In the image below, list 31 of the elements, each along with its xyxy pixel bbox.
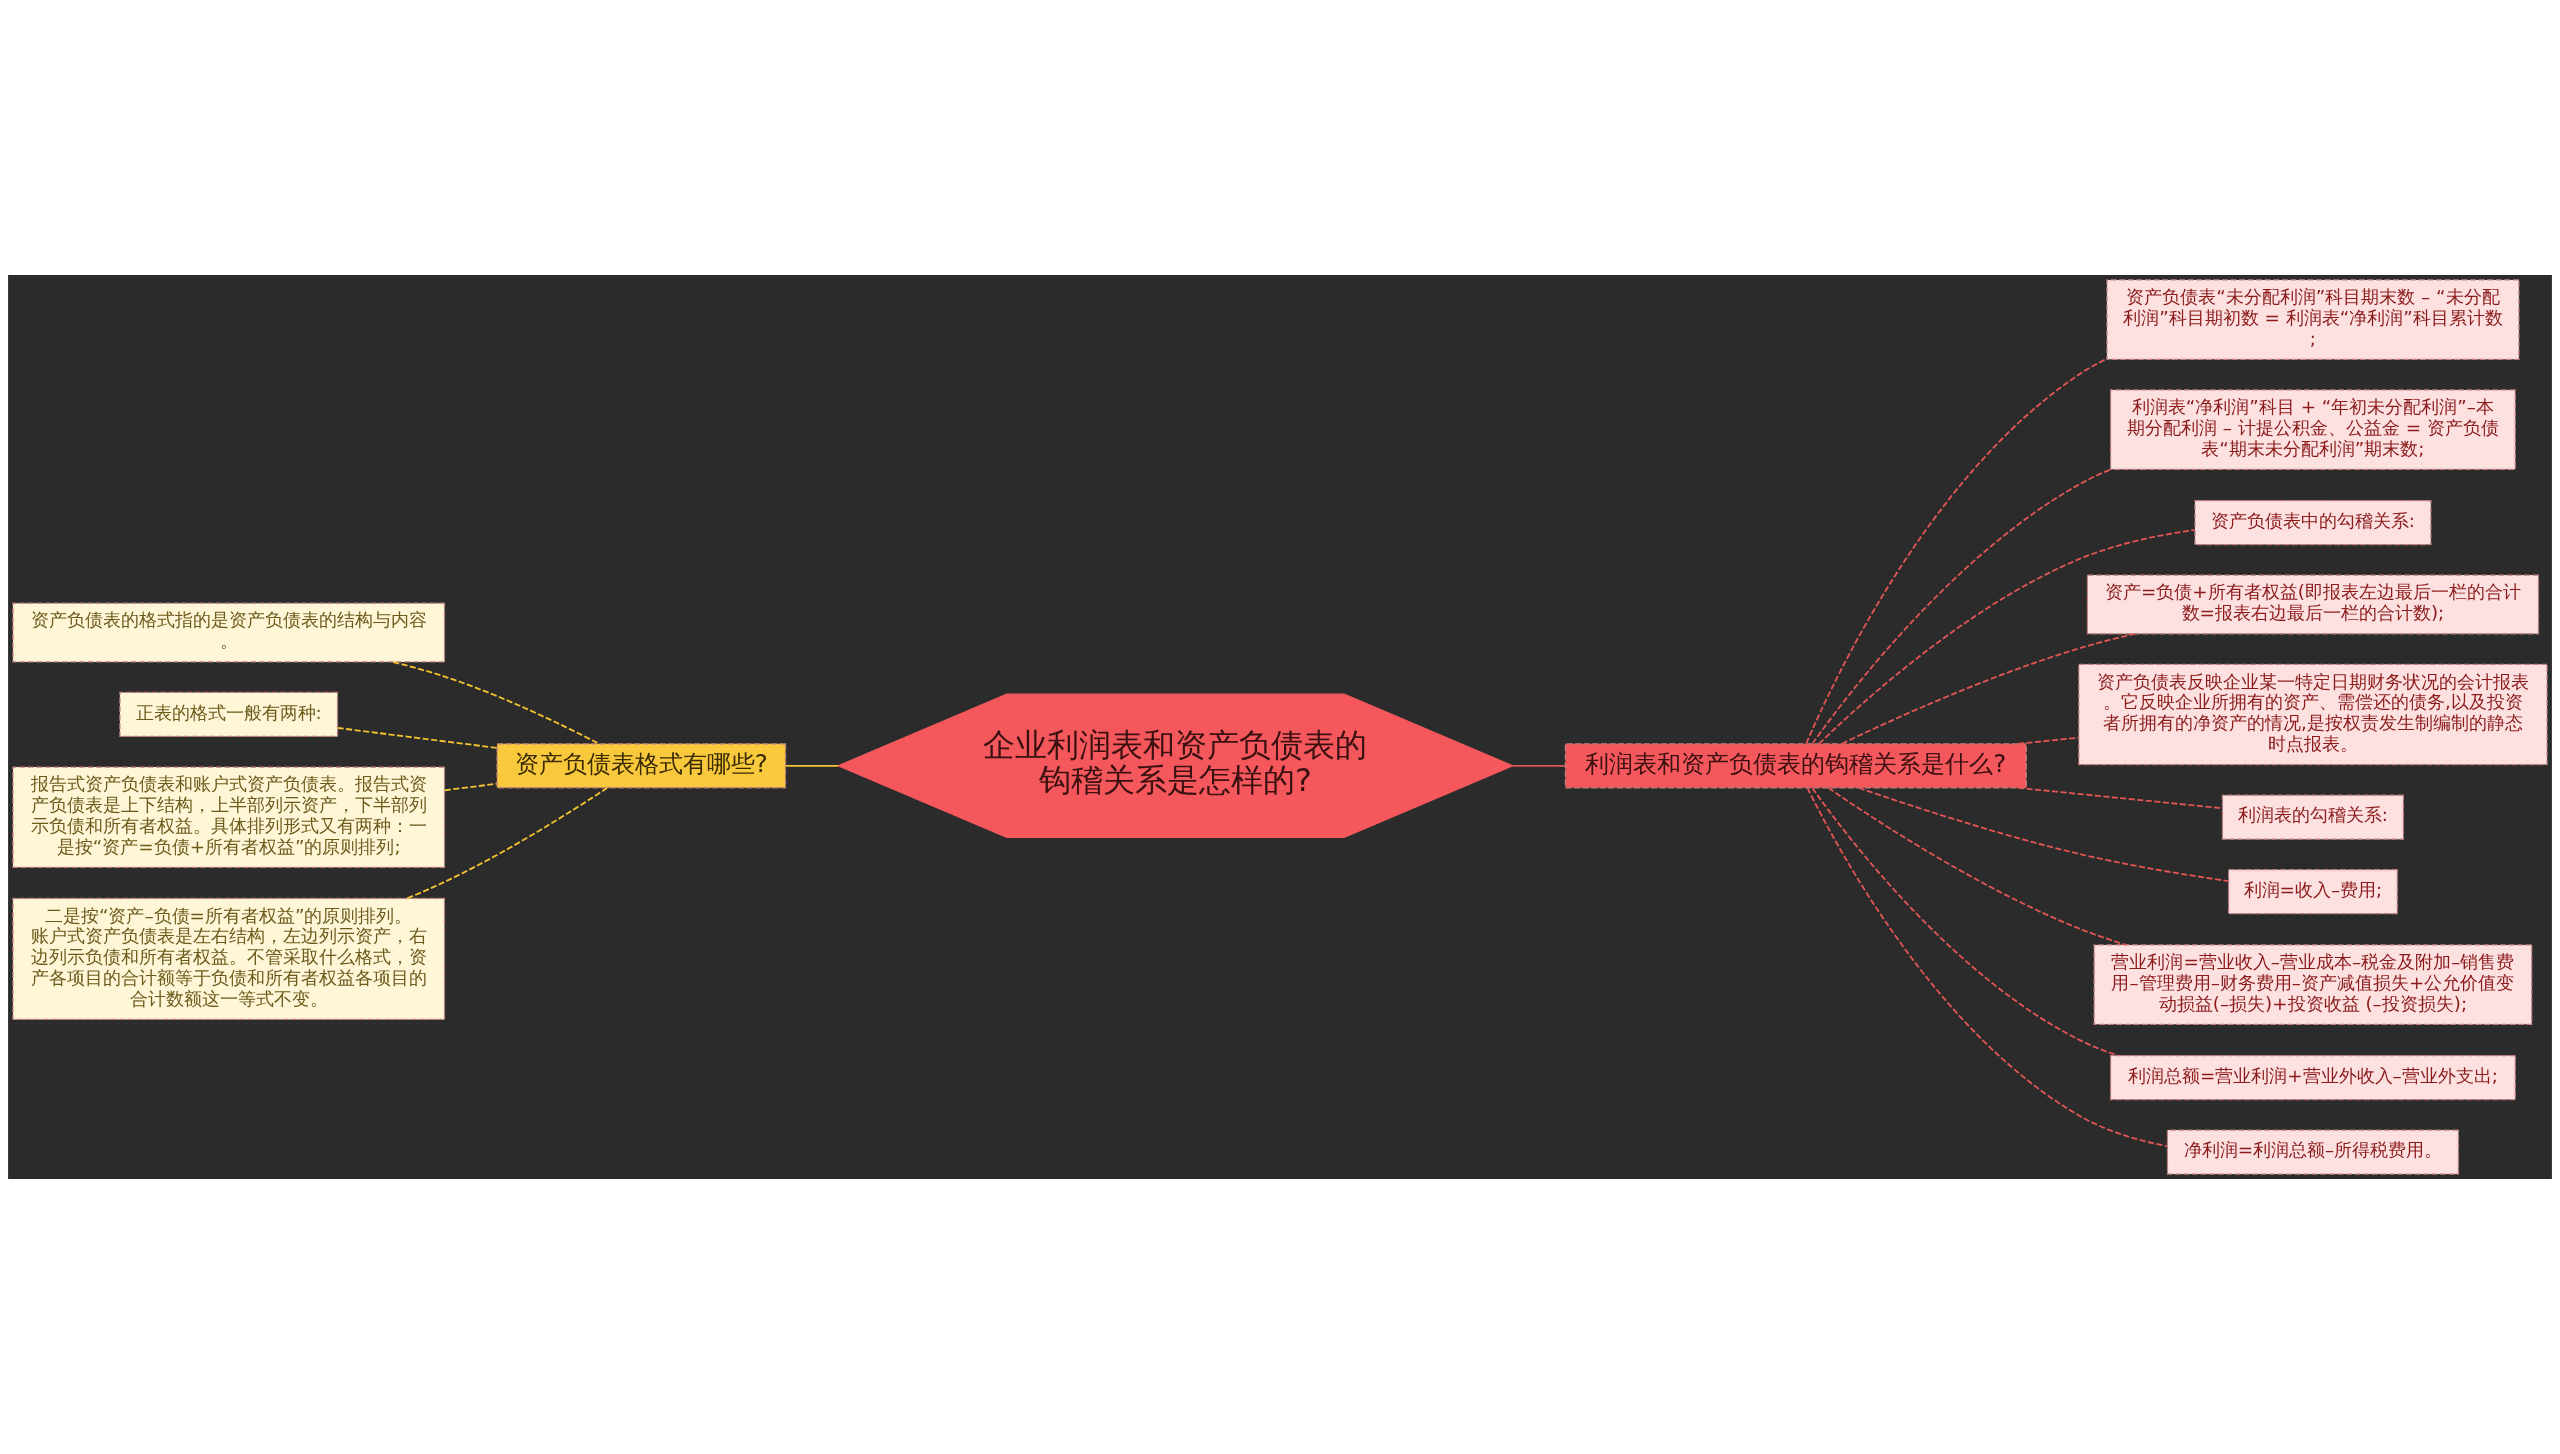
connector: [443, 782, 498, 792]
connector: [1858, 787, 2230, 882]
connector: [1811, 787, 2119, 1057]
connector: [2017, 736, 2080, 745]
node-box: 报告式资产负债表和账户式资产负债表。报告式资产负债表是上下结构，上半部列示资产，下半部列示负债和所有者权益。具体排列形式又有两种：一是按“资产=负债+所有者权益”的原则排列;: [12, 766, 446, 868]
node-box: 二是按“资产–负债=所有者权益”的原则排列。账户式资产负债表是左右结构，左边列示资产，右边列示负债和所有者权益。不管采取什么格式，资产各项目的合计额等于负债和所有者权益各项目的合计数额这一等式不变。: [12, 897, 446, 1021]
node-box: 正表的格式一般有两种:: [119, 691, 339, 738]
connector: [336, 727, 498, 749]
node-box: 资产=负债+所有者权益(即报表左边最后一栏的合计数=报表右边最后一栏的合计数);: [2086, 574, 2540, 635]
node-box: 利润表“净利润”科目 + “年初未分配利润”–本期分配利润 – 计提公积金、公益金 = 资产负债表“期末未分配利润”期末数;: [2110, 389, 2516, 470]
node-box: 利润=收入–费用;: [2228, 869, 2398, 915]
node-box: 净利润=利润总额–所得税费用。: [2166, 1129, 2459, 1175]
node-box: 利润表的勾稽关系:: [2221, 794, 2404, 840]
node-box: 资产负债表反映企业某一特定日期财务状况的会计报表。它反映企业所拥有的资产、需偿还的债务,以及投资者所拥有的净资产的情况,是按权责发生制编制的静态时点报表。: [2078, 663, 2548, 766]
connector: [1806, 787, 2168, 1147]
node-box: 资产负债表格式有哪些?: [496, 743, 787, 789]
node-box: 资产负债表中的勾稽关系:: [2194, 499, 2432, 546]
connector: [1827, 787, 2127, 946]
connector: [1805, 357, 2108, 745]
node-box: 资产负债表的格式指的是资产负债表的结构与内容。: [12, 602, 446, 663]
node-box: 资产负债表“未分配利润”科目期末数 – “未分配利润”科目期初数 = 利润表“净利润”科目累计数;: [2106, 279, 2520, 360]
node-box: 利润总额=营业利润+营业外收入–营业外支出;: [2110, 1054, 2516, 1101]
connector: [406, 787, 609, 900]
connector: [392, 661, 600, 745]
connector: [1818, 529, 2196, 745]
connector: [784, 764, 840, 767]
connector: [1512, 764, 1567, 767]
connector: [1811, 468, 2112, 745]
node-box: 营业利润=营业收入–营业成本–税金及附加–销售费用–管理费用–财务费用–资产减值损失+公允价值变动损益(–损失)+投资收益 (–投资损失);: [2093, 944, 2533, 1025]
connector: [1840, 632, 2136, 745]
node-box: 利润表和资产负债表的钩稽关系是什么?: [1564, 743, 2027, 789]
